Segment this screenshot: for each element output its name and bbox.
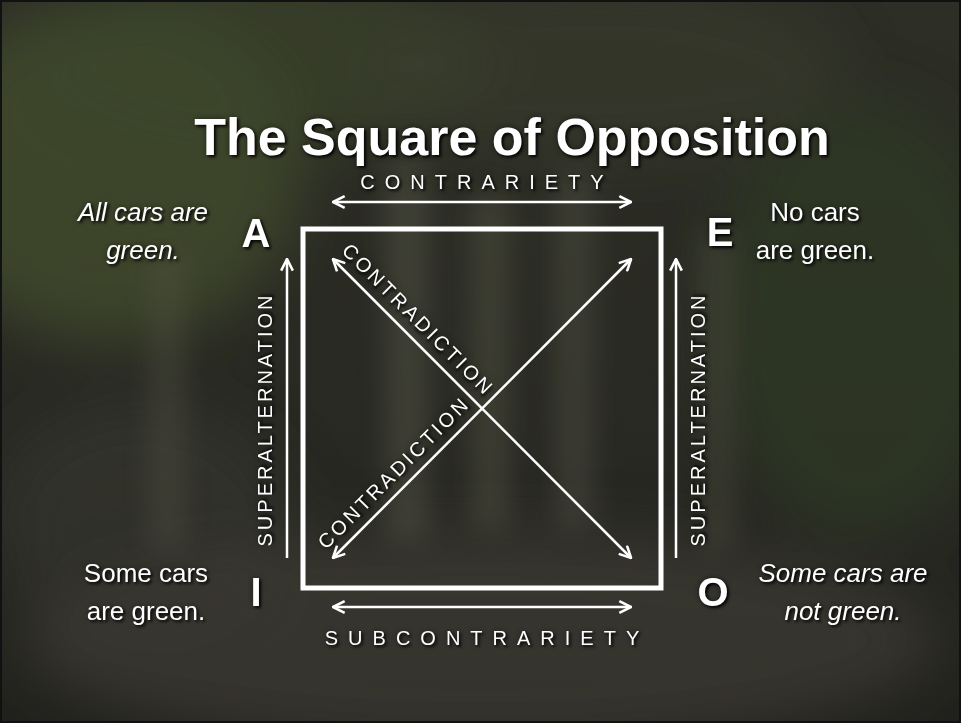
text-holder: No cars are green. [753, 193, 877, 269]
text-holder: E [707, 210, 734, 254]
label-holder: SUBCONTRARIETY [315, 627, 649, 650]
label-holder: CONTRADICTION [313, 308, 522, 331]
corner-node: AAll cars are green. [273, 199, 333, 259]
title-holder: The Square of Opposition [194, 106, 830, 168]
corner-letter: E [707, 210, 734, 254]
proposition-text: Some cars are not green. [746, 554, 941, 630]
relation-arrow [333, 259, 631, 558]
proposition-text: All cars are green. [53, 193, 233, 269]
corner-node: ENo cars are green. [631, 199, 691, 259]
label-holder: SUPERALTERNATION [137, 409, 394, 432]
title: The Square of Opposition [194, 106, 830, 168]
relation-arrow [286, 259, 289, 558]
text-holder: Some cars are not green. [746, 554, 941, 630]
label-holder: CONTRADICTION [289, 462, 498, 485]
relation-arrow [333, 259, 631, 558]
corner-node: OSome cars are not green. [631, 558, 691, 618]
square-outline [303, 229, 661, 588]
proposition-text: No cars are green. [753, 193, 877, 269]
proposition-text: Some cars are green. [71, 554, 221, 630]
relation-arrow [333, 201, 631, 204]
text-holder: All cars are green. [53, 193, 233, 269]
relation-arrow [333, 606, 631, 609]
relation-label: CONTRADICTION [335, 237, 499, 401]
corner-letter: O [697, 570, 728, 614]
corner-node: ISome cars are green. [273, 558, 333, 618]
text-holder: O [697, 570, 728, 614]
relation-label: SUBCONTRARIETY [315, 627, 649, 650]
corner-letter: A [242, 211, 271, 255]
relation-arrow [675, 259, 678, 558]
relation-label: SUPERALTERNATION [687, 292, 710, 549]
corner-letter: I [250, 570, 261, 614]
relation-label: CONTRARIETY [350, 171, 613, 194]
relation-label: CONTRADICTION [311, 392, 475, 556]
label-holder: SUPERALTERNATION [570, 409, 827, 432]
text-holder: Some cars are green. [71, 554, 221, 630]
text-holder: I [250, 570, 261, 614]
label-holder: CONTRARIETY [350, 171, 613, 194]
relation-label: SUPERALTERNATION [254, 292, 277, 549]
text-holder: A [242, 211, 271, 255]
